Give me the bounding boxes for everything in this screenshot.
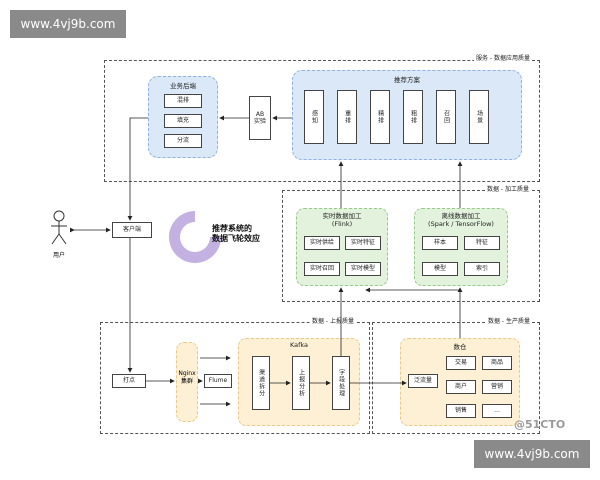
- business-item-fill: 填充: [164, 114, 202, 128]
- nginx-label: Nginx 集群: [178, 370, 196, 385]
- flume-box: Flume: [204, 374, 232, 388]
- tracking-box: 打点: [112, 374, 146, 388]
- offline-model: 模型: [422, 262, 458, 276]
- processing-quality-label: 数据 - 加工质量: [485, 184, 531, 193]
- stage-perception: 感知: [304, 90, 324, 144]
- stage-recall: 召回: [436, 90, 456, 144]
- stage-coarse-rank: 粗排: [403, 90, 423, 144]
- flywheel-ring-icon: [169, 211, 221, 263]
- flywheel-caption: 推荐系统的 数据飞轮效应: [212, 224, 260, 245]
- kafka-title: Kafka: [289, 341, 309, 349]
- watermark-bottom: www.4vj9b.com: [474, 440, 590, 468]
- service-quality-label: 服务 - 数据应用质量: [474, 53, 532, 62]
- offline-index: 索引: [464, 262, 500, 276]
- warehouse-more: ...: [482, 404, 512, 418]
- reporting-quality-label: 数据 - 上报质量: [310, 316, 356, 325]
- business-item-split: 分流: [164, 134, 202, 148]
- realtime-recall: 实时召回: [304, 262, 340, 276]
- flywheel-line2: 数据飞轮效应: [212, 234, 260, 244]
- warehouse-trade: 交易: [446, 356, 476, 370]
- warehouse-merchant: 商户: [446, 380, 476, 394]
- stage-fine-rank: 精排: [370, 90, 390, 144]
- realtime-feature: 实时特征: [345, 236, 381, 250]
- realtime-supply: 实时供给: [304, 236, 340, 250]
- nginx-panel: [176, 342, 198, 422]
- site-logo: @51CTO: [514, 418, 566, 431]
- business-item-mix: 混排: [164, 94, 202, 108]
- warehouse-goods: 商品: [482, 356, 512, 370]
- offline-feature: 特征: [464, 236, 500, 250]
- processing-quality-region: [282, 190, 540, 302]
- warehouse-sales: 销售: [446, 404, 476, 418]
- service-quality-region: [104, 60, 540, 182]
- stage-rerank: 重排: [337, 90, 357, 144]
- warehouse-title: 数仓: [453, 343, 467, 351]
- user-icon: [51, 210, 67, 245]
- realtime-title: 实时数据加工 (Flink): [322, 212, 362, 229]
- warehouse-flow-box: 泛流量: [408, 374, 438, 388]
- realtime-model: 实时模型: [345, 262, 381, 276]
- offline-title: 离线数据加工 (Spark / TensorFlow): [428, 212, 494, 229]
- production-quality-label: 数据 - 生产质量: [486, 316, 532, 325]
- flywheel-line1: 推荐系统的: [212, 224, 252, 233]
- user-label: 用户: [52, 252, 65, 259]
- kafka-step-report-analysis: 上报分析: [292, 356, 310, 410]
- production-quality-region: [372, 322, 540, 434]
- business-backend-title: 业务后端: [170, 82, 196, 90]
- warehouse-marketing: 营销: [482, 380, 512, 394]
- kafka-step-field-process: 字段处理: [332, 356, 350, 410]
- offline-sample: 样本: [422, 236, 458, 250]
- recommend-title: 推荐方案: [394, 76, 420, 84]
- reporting-quality-region: [100, 322, 370, 434]
- kafka-step-channel-split: 渠道拆分: [252, 356, 270, 410]
- ab-test-box: AB 实验: [249, 96, 271, 140]
- client-box: 客户端: [112, 222, 152, 238]
- stage-scene: 场景: [469, 90, 489, 144]
- watermark-top: www.4vj9b.com: [10, 10, 126, 38]
